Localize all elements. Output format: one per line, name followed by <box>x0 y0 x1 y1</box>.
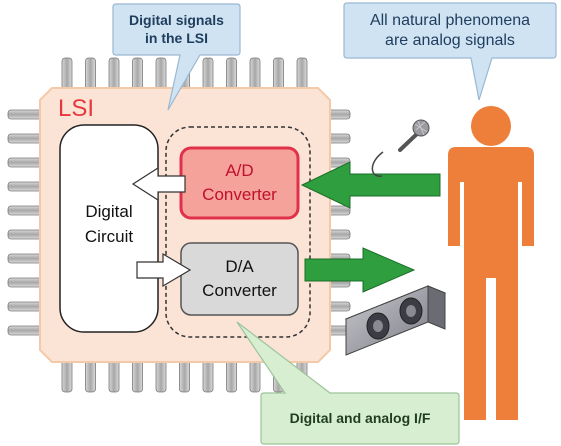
chip-pin <box>61 57 73 91</box>
chip-pin <box>202 359 214 393</box>
chip-pins-left <box>7 109 43 336</box>
person-icon <box>448 106 534 420</box>
lsi-label: LSI <box>58 95 95 122</box>
callout-natural-phenomena <box>343 2 557 101</box>
da-converter-block <box>180 242 299 316</box>
chip-pin <box>132 57 143 91</box>
chip-pin <box>132 359 143 393</box>
ad-converter-label: A/D Converter <box>202 161 277 204</box>
microphone-icon <box>371 119 430 177</box>
chip-pin <box>7 229 43 240</box>
chip-pin <box>273 57 284 91</box>
chip-pin <box>202 57 214 91</box>
chip-pin <box>61 359 73 393</box>
chip-pin <box>108 359 120 393</box>
chip-pins-top <box>61 57 308 91</box>
chip-pin <box>226 57 237 91</box>
callout-digital-signals <box>112 3 241 111</box>
chip-pin <box>327 301 351 312</box>
chip-pin <box>85 359 96 393</box>
chip-pin <box>7 109 43 120</box>
chip-pin <box>85 57 96 91</box>
speaker-icon <box>344 285 447 356</box>
chip-pin <box>108 57 120 91</box>
callout-natural-phenomena-text: All natural phenomena are analog signals <box>369 11 531 49</box>
chip-pin <box>327 205 351 216</box>
chip-pin <box>7 205 43 216</box>
digital-circuit-block <box>59 124 159 333</box>
chip-pin <box>249 57 261 91</box>
callout-interface <box>236 321 460 445</box>
callout-digital-signals-text: Digital signals in the LSI <box>129 12 224 46</box>
chip-pin <box>7 253 43 264</box>
chip-pin <box>327 109 351 120</box>
chip-pin <box>7 301 43 312</box>
da-converter-label: D/A Converter <box>202 257 277 300</box>
arrow-analog-output <box>304 247 416 293</box>
arrow-ad-to-digital <box>131 166 186 202</box>
chip-pin <box>7 277 43 288</box>
chip-pin <box>179 359 190 393</box>
interface-boundary <box>165 126 311 338</box>
chip-pin <box>226 359 237 393</box>
chip-pin <box>249 359 261 393</box>
chip-pin <box>155 359 167 393</box>
chip-pin <box>7 157 43 168</box>
chip-pin <box>7 325 43 336</box>
arrow-digital-to-da <box>136 252 192 288</box>
chip-pins-right <box>327 109 351 336</box>
chip-pin <box>296 57 308 91</box>
arrow-analog-input <box>300 161 441 209</box>
chip-pin <box>155 57 167 91</box>
chip-pin <box>7 133 43 144</box>
callout-interface-text: Digital and analog I/F <box>289 409 431 426</box>
chip-pin <box>327 229 351 240</box>
chip-pin <box>7 181 43 192</box>
digital-circuit-label: Digital Circuit <box>84 202 134 246</box>
chip-pin <box>327 133 351 144</box>
